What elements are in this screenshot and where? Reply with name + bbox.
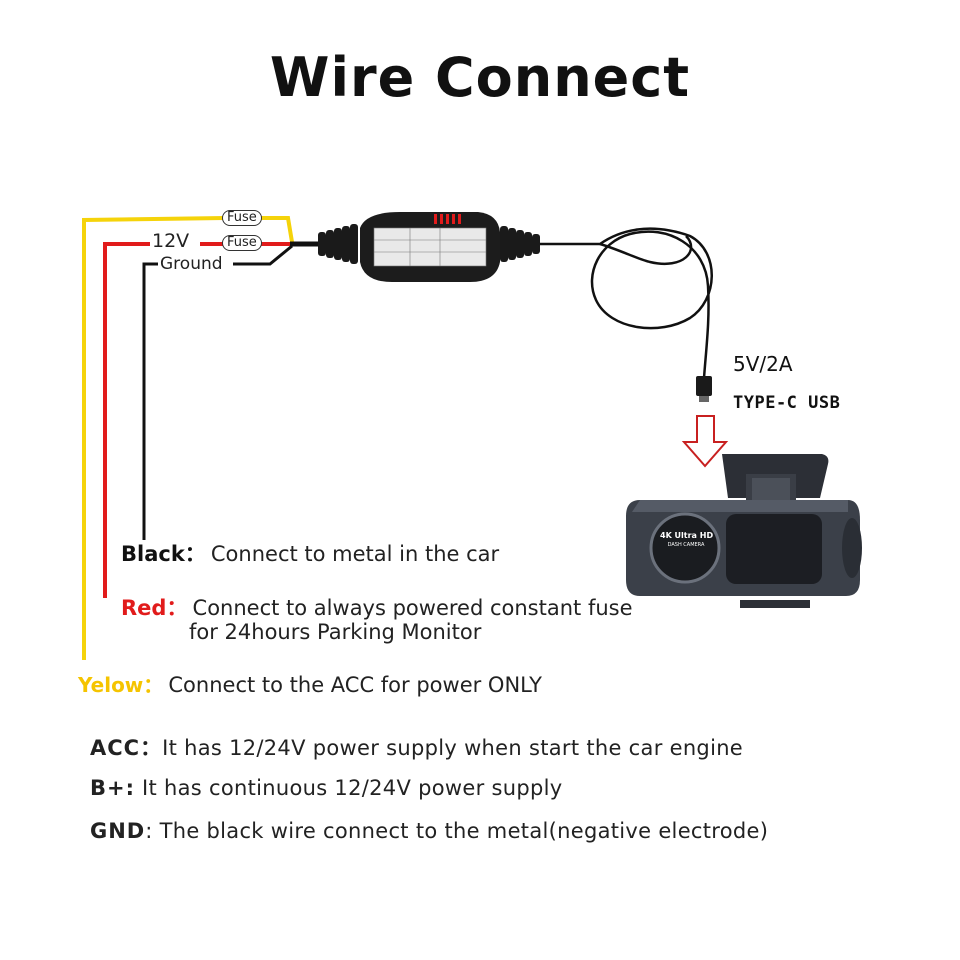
black-key: Black： — [121, 542, 206, 566]
fuse-top-label: Fuse — [222, 210, 262, 226]
red-text-line2: for 24hours Parking Monitor — [189, 620, 482, 644]
note-gnd-key: GND — [90, 819, 146, 843]
down-arrow-icon — [681, 415, 729, 468]
black-connection: Black： Connect to metal in the car — [121, 538, 499, 568]
converter-box — [360, 212, 500, 282]
note-gnd-text: : The black wire connect to the metal(ne… — [145, 819, 769, 843]
output-connector-label: TYPE-C USB — [733, 393, 841, 413]
camera-badge-line1: 4K Ultra HD — [660, 531, 714, 540]
yellow-text: Connect to the ACC for power ONLY — [168, 673, 542, 697]
note-bplus-key: B+: — [90, 776, 135, 800]
yellow-connection: Yelow： Connect to the ACC for power ONLY — [78, 669, 542, 698]
voltage-12v-label: 12V — [152, 230, 190, 252]
note-gnd: GND: The black wire connect to the metal… — [90, 819, 768, 843]
note-acc: ACC：It has 12/24V power supply when star… — [90, 732, 743, 762]
red-wire — [103, 242, 150, 598]
red-text-line1: Connect to always powered constant fuse — [192, 596, 633, 620]
output-power-label: 5V/2A — [733, 352, 793, 376]
dash-camera — [626, 454, 862, 608]
page-title: Wire Connect — [269, 46, 691, 109]
yellow-key: Yelow： — [78, 673, 164, 697]
note-acc-key: ACC： — [90, 736, 163, 760]
note-bplus-text: It has continuous 12/24V power supply — [135, 776, 563, 800]
note-acc-text: It has 12/24V power supply when start th… — [162, 736, 744, 760]
black-text: Connect to metal in the car — [210, 542, 500, 566]
type-c-plug — [696, 376, 712, 402]
strain-relief-left — [318, 224, 358, 264]
camera-badge: 4K Ultra HD DASH CAMERA — [660, 531, 714, 548]
red-key: Red： — [121, 596, 188, 620]
note-bplus: B+: It has continuous 12/24V power suppl… — [90, 776, 562, 800]
camera-badge-line2: DASH CAMERA — [667, 542, 705, 548]
fuse-mid-label: Fuse — [222, 235, 262, 251]
black-wire — [142, 262, 158, 540]
black-wire-segment — [233, 244, 293, 266]
strain-relief-right — [500, 226, 540, 262]
red-connection: Red： Connect to always powered constant … — [121, 592, 633, 622]
ground-label: Ground — [160, 254, 223, 274]
output-cable — [540, 227, 713, 379]
